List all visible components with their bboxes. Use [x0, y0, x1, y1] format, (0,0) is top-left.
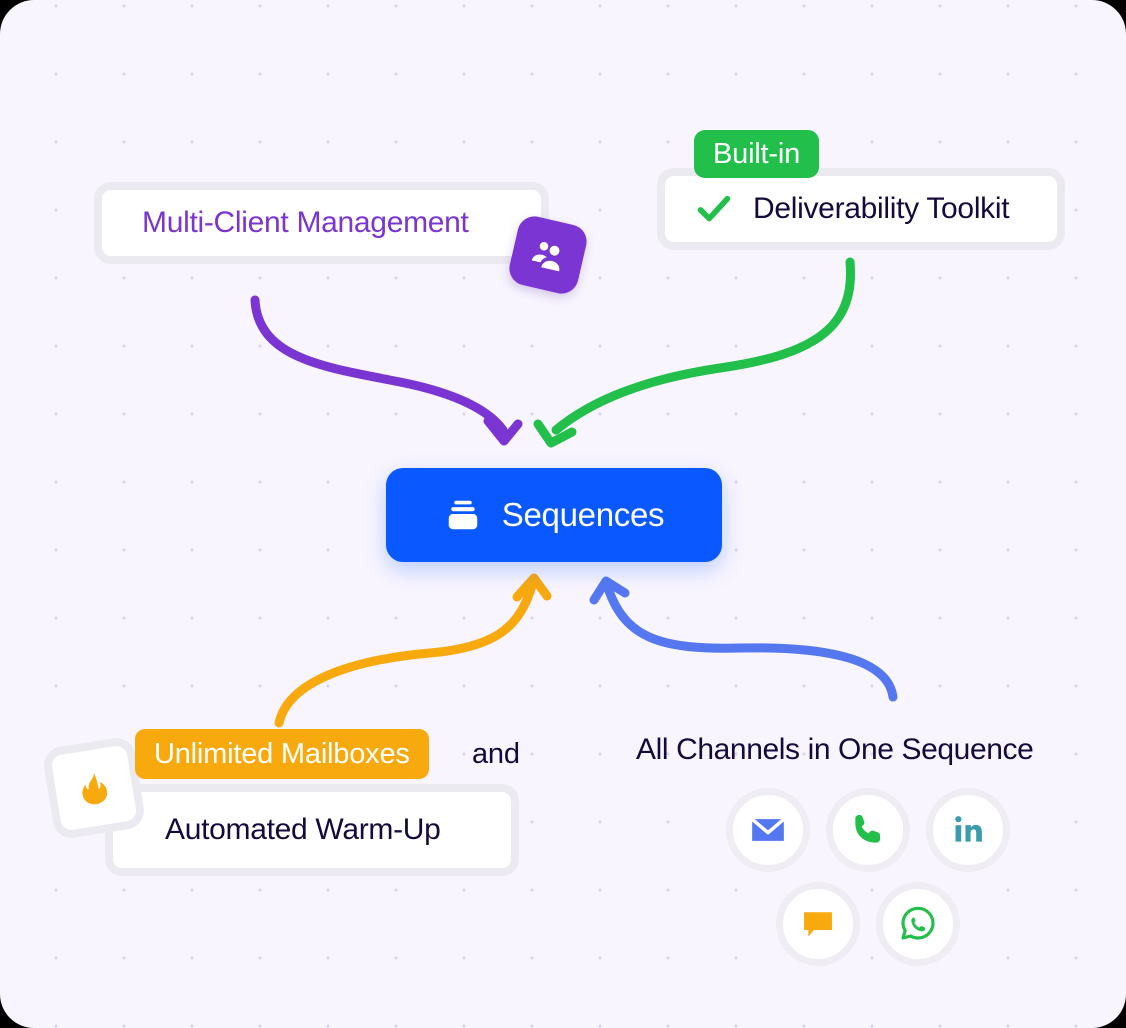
sequences-button[interactable]: Sequences — [386, 468, 722, 562]
users-group-icon — [531, 242, 560, 272]
card-automated-warm-up[interactable]: Automated Warm-Up — [105, 784, 519, 876]
arrow-channels-to-sequences — [589, 576, 898, 702]
channel-whatsapp[interactable] — [876, 882, 960, 966]
deliverability-label: Deliverability Toolkit — [753, 192, 1010, 225]
layers-stack-icon — [448, 500, 478, 530]
arrow-deliverability-to-sequences — [533, 257, 856, 448]
card-multi-client-management[interactable]: Multi-Client Management — [94, 182, 549, 264]
flame-badge — [41, 735, 147, 841]
built-in-label: Built-in — [713, 137, 801, 170]
linkedin-icon — [955, 816, 982, 842]
all-channels-label: All Channels in One Sequence — [636, 733, 1034, 766]
arrow-multi-client-to-sequences — [250, 295, 523, 446]
status-badge-built-in: Built-in — [694, 130, 820, 178]
unlimited-mailboxes-label: Unlimited Mailboxes — [154, 737, 410, 770]
channel-linkedin[interactable] — [926, 788, 1010, 872]
channel-row-bottom — [776, 882, 1026, 966]
channel-row-top — [726, 788, 1026, 872]
sequences-label: Sequences — [501, 496, 665, 533]
channel-call[interactable] — [826, 788, 910, 872]
whatsapp-icon — [901, 906, 935, 940]
automated-warm-up-label: Automated Warm-Up — [165, 813, 441, 846]
conjunction-and: and — [472, 738, 520, 770]
chat-bubble-icon — [804, 912, 832, 937]
multi-client-label: Multi-Client Management — [142, 206, 469, 239]
flame-icon — [82, 771, 108, 805]
channel-email[interactable] — [726, 788, 810, 872]
channel-sms[interactable] — [776, 882, 860, 966]
pill-unlimited-mailboxes[interactable]: Unlimited Mailboxes — [135, 729, 429, 779]
channel-icon-grid — [726, 788, 1026, 966]
envelope-icon — [750, 817, 786, 841]
phone-icon — [855, 814, 881, 843]
check-icon — [697, 195, 731, 222]
card-deliverability-toolkit[interactable]: Deliverability Toolkit — [657, 168, 1065, 250]
users-group-badge — [506, 213, 590, 297]
arrow-mailboxes-to-sequences — [274, 573, 552, 728]
